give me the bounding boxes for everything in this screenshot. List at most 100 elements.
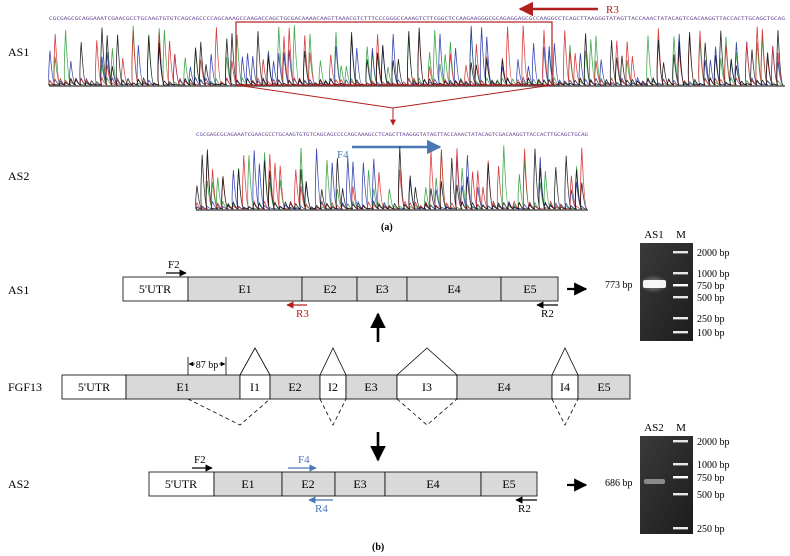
panel-a: CGCGAGCGCAGGAAATCGAACGCCTGCAAGTGTGTCAGCA… (8, 1, 785, 233)
chrom1-trace-0 (48, 25, 784, 86)
as2-utr-box (148, 471, 215, 497)
as2-chromatogram (195, 145, 588, 210)
fgf13-i4-label: I4 (560, 380, 570, 394)
as2-r4-primer-label: R4 (315, 503, 328, 515)
gel2-product-label: 686 bp (605, 478, 633, 489)
as1-splice-lines (239, 347, 579, 376)
gel2-sample-band (644, 479, 665, 484)
as2-e3-label: E3 (353, 477, 366, 491)
as1-transcript: 5'UTR E1 E2 E3 E4 E5 (122, 276, 559, 302)
deleted-region-box (235, 21, 553, 86)
as2-e2-label: E2 (301, 477, 314, 491)
gel2-marker-band-250 (673, 527, 688, 530)
deletion-connector (235, 84, 553, 109)
gel2-lane-label-as2: AS2 (644, 422, 664, 434)
as1-f2-primer-label: F2 (168, 259, 180, 271)
gel2-marker-label-500: 500 bp (697, 490, 725, 501)
fgf13-exon-e4 (456, 374, 553, 400)
gel2-marker-label-250: 250 bp (697, 524, 725, 535)
gel2-marker-band-750 (673, 476, 688, 479)
gel1-marker-band-500 (673, 296, 688, 299)
gel1-marker-band-1000 (673, 272, 688, 275)
gel2-marker-band-1000 (673, 463, 688, 466)
chrom2-trace-3 (195, 146, 588, 210)
as2-exon-e5 (480, 471, 538, 497)
as2-exon-e2 (281, 471, 336, 497)
as1-utr-box (122, 276, 189, 302)
gel1-marker-band-750 (673, 284, 688, 287)
panel-a-label: (a) (381, 222, 393, 233)
gel1-marker-label-1000: 1000 bp (697, 269, 730, 280)
gel1-lane-label-m: M (676, 229, 686, 241)
as1-exon-e4 (406, 276, 502, 302)
as2-sequence-text: CGCGAGCGCAGAAATCGAACGCCTGCAAGTGTGTCAGCAG… (196, 132, 588, 138)
as2-utr-label: 5'UTR (165, 477, 197, 491)
chrom2-trace-0 (195, 145, 588, 210)
fgf13-intron-i2 (319, 374, 347, 400)
as1-exon-e5 (500, 276, 559, 302)
gel-as1: AS1 M 2000 bp 1000 bp 750 bp 500 bp 250 … (605, 229, 730, 341)
as1-exon-e1 (187, 276, 303, 302)
as1-exon-e2 (301, 276, 358, 302)
as1-transcript-label: AS1 (8, 283, 29, 297)
fgf13-exon-e3 (345, 374, 398, 400)
as1-chromatogram (48, 25, 784, 86)
r3-primer-label-a: R3 (606, 4, 619, 16)
panel-b: AS1 5'UTR E1 E2 E3 E4 E5 F2 R3 R2 FGF13 (8, 229, 730, 553)
gel1-marker-label-250: 250 bp (697, 314, 725, 325)
fgf13-e1-label: E1 (176, 380, 189, 394)
as1-e4-label: E4 (447, 282, 460, 296)
as2-f2-primer-label: F2 (194, 454, 206, 466)
fgf13-exon-e1 (125, 374, 241, 400)
chrom1-trace-2 (48, 25, 784, 86)
as2-transcript: 5'UTR E1 E2 E3 E4 E5 (148, 471, 538, 497)
gel1-marker-band-100 (673, 331, 688, 334)
gel1-marker-band-2000 (673, 251, 688, 254)
chrom1-trace-3 (48, 27, 784, 86)
gel2-lane-label-m: M (676, 422, 686, 434)
as1-e2-label: E2 (323, 282, 336, 296)
gel1-product-label: 773 bp (605, 280, 633, 291)
fgf13-e5-label: E5 (597, 380, 610, 394)
as2-exon-e1 (213, 471, 283, 497)
gel2-marker-band-500 (673, 493, 688, 496)
gel2-image (640, 436, 693, 534)
gel2-marker-label-2000: 2000 bp (697, 437, 730, 448)
fgf13-i2-label: I2 (328, 380, 338, 394)
gel1-marker-label-500: 500 bp (697, 293, 725, 304)
fgf13-i1-label: I1 (250, 380, 260, 394)
fgf13-e2-label: E2 (288, 380, 301, 394)
as2-transcript-label: AS2 (8, 477, 29, 491)
as1-exon-e3 (356, 276, 408, 302)
fgf13-intron-i3 (396, 374, 458, 400)
as1-row-label: AS1 (8, 45, 29, 59)
as2-f4-primer-label: F4 (298, 454, 310, 466)
fgf13-utr-box (61, 374, 127, 400)
gel2-marker-band-2000 (673, 440, 688, 443)
as2-splice-lines (187, 398, 579, 426)
fgf13-e3-label: E3 (364, 380, 377, 394)
as1-e1-label: E1 (238, 282, 251, 296)
as2-e1-label: E1 (241, 477, 254, 491)
chrom1-trace-1 (48, 25, 784, 86)
fgf13-i3-label: I3 (422, 380, 432, 394)
panel-b-label: (b) (372, 542, 384, 553)
as1-e5-label: E5 (523, 282, 536, 296)
as1-e3-label: E3 (375, 282, 388, 296)
gel1-sample-glow (640, 275, 668, 293)
as2-exon-e3 (334, 471, 386, 497)
as2-row-label: AS2 (8, 169, 29, 183)
as1-r3-primer-label: R3 (296, 308, 309, 320)
as1-r2-primer-label: R2 (541, 308, 554, 320)
gel1-lane-label-as1: AS1 (644, 229, 664, 241)
as2-exon-e4 (384, 471, 482, 497)
gel1-marker-band-250 (673, 317, 688, 320)
as2-r2-primer-label: R2 (518, 503, 531, 515)
distance-marker-label: 87 bp (196, 360, 219, 371)
fgf13-exon-e2 (269, 374, 321, 400)
as2-e4-label: E4 (426, 477, 439, 491)
f4-primer-label-a: F4 (337, 149, 349, 161)
as2-e5-label: E5 (502, 477, 515, 491)
fgf13-e4-label: E4 (497, 380, 510, 394)
gel1-marker-label-100: 100 bp (697, 328, 725, 339)
